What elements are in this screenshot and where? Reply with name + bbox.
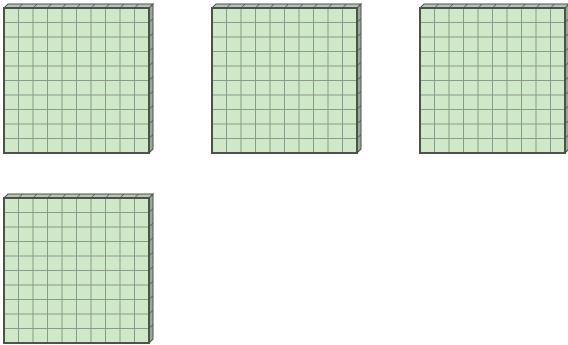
flat-svg [3, 193, 155, 345]
hundred-flat-block [3, 3, 155, 155]
flat-svg [3, 3, 155, 155]
hundred-flat-block [3, 193, 155, 345]
flat-svg [419, 3, 568, 155]
flat-svg [211, 3, 363, 155]
hundred-flat-block [419, 3, 568, 155]
hundred-flat-block [211, 3, 363, 155]
